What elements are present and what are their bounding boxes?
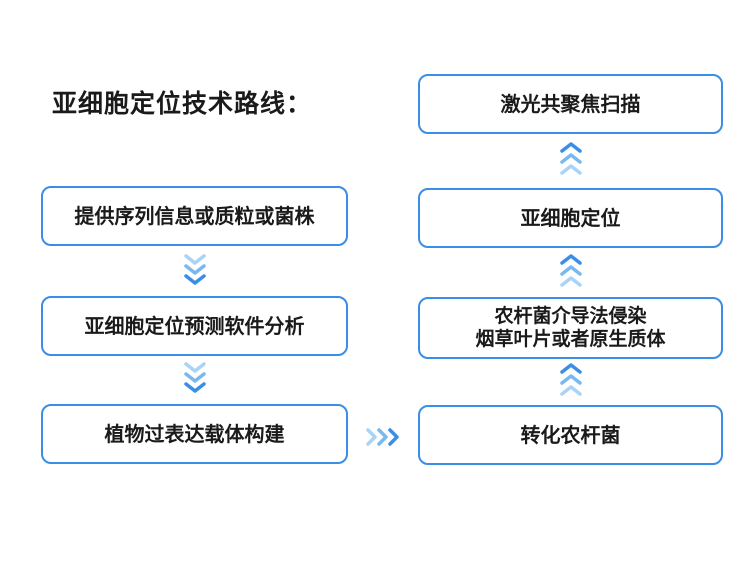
- chevron-up-icon: [557, 140, 585, 180]
- step-label: 亚细胞定位: [520, 206, 621, 230]
- chevron-right-icon: [364, 426, 404, 448]
- step-box-provide-sequence: 提供序列信息或质粒或菌株: [41, 186, 348, 246]
- step-label: 植物过表达载体构建: [104, 422, 285, 446]
- step-label: 亚细胞定位预测软件分析: [84, 314, 305, 338]
- step-box-vector-construction: 植物过表达载体构建: [41, 404, 348, 464]
- step-box-confocal-scan: 激光共聚焦扫描: [418, 74, 723, 134]
- diagram-title: 亚细胞定位技术路线：: [52, 89, 313, 118]
- step-label: 转化农杆菌: [520, 423, 621, 447]
- chevron-down-icon: [181, 252, 209, 290]
- step-label-line1: 农杆菌介导法侵染: [494, 305, 647, 328]
- step-box-transform-agrobacterium: 转化农杆菌: [418, 405, 723, 465]
- step-label: 提供序列信息或质粒或菌株: [74, 204, 315, 228]
- chevron-up-icon: [557, 361, 585, 401]
- step-box-subcellular-localization: 亚细胞定位: [418, 188, 723, 248]
- step-label: 激光共聚焦扫描: [500, 92, 641, 116]
- chevron-down-icon: [181, 360, 209, 398]
- chevron-up-icon: [557, 252, 585, 292]
- step-box-agro-infiltration: 农杆菌介导法侵染 烟草叶片或者原生质体: [418, 297, 723, 359]
- step-label-line2: 烟草叶片或者原生质体: [475, 328, 666, 350]
- step-box-prediction-software: 亚细胞定位预测软件分析: [41, 296, 348, 356]
